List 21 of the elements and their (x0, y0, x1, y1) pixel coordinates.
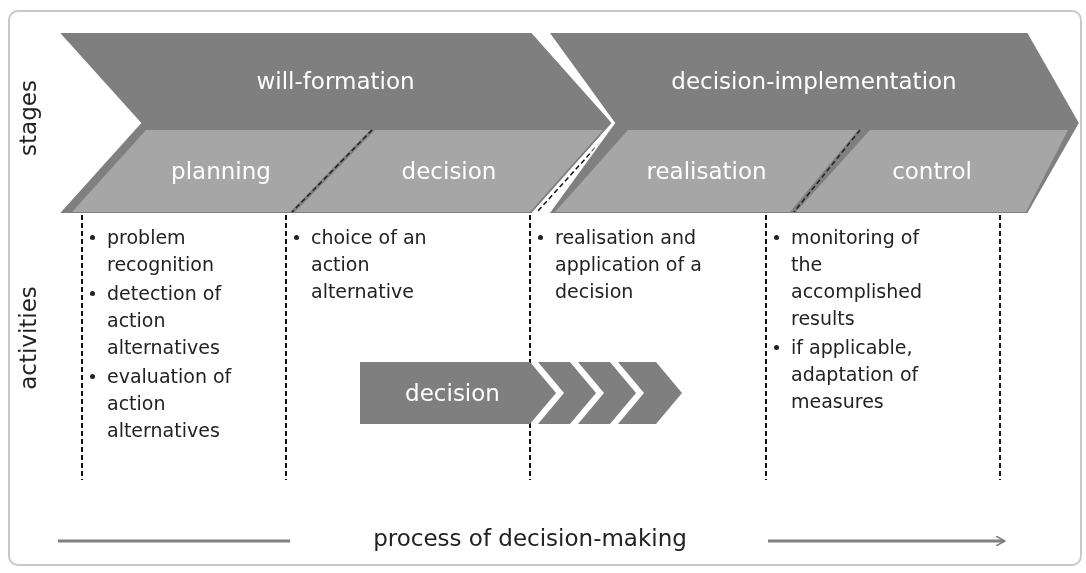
phase-parallelogram (796, 130, 1068, 212)
row-label: activities (16, 286, 40, 390)
axis-label: process of decision-making (372, 527, 688, 550)
activity-text: if applicable, adaptation of measures (791, 335, 920, 414)
activity-text: evaluation of action alternatives (107, 364, 233, 443)
stage-chevron (548, 32, 1080, 214)
phase-parallelogram (295, 130, 603, 212)
phase-label: decision (405, 381, 500, 405)
activity-text: choice of an action alternative (311, 225, 428, 304)
phase-label: control (892, 159, 972, 183)
phase-label: realisation (646, 159, 767, 183)
activity-text: realisation and application of a decision (555, 225, 703, 304)
decision-arrow (360, 362, 682, 424)
phase-parallelogram (72, 130, 370, 212)
row-label: stages (16, 80, 40, 156)
phase-label: decision (401, 159, 497, 183)
stage-title: will-formation (256, 69, 415, 93)
stage-title: decision-implementation (671, 69, 957, 93)
stage-chevron (58, 32, 613, 214)
phase-label: planning (171, 159, 271, 183)
phase-parallelogram (555, 130, 858, 212)
